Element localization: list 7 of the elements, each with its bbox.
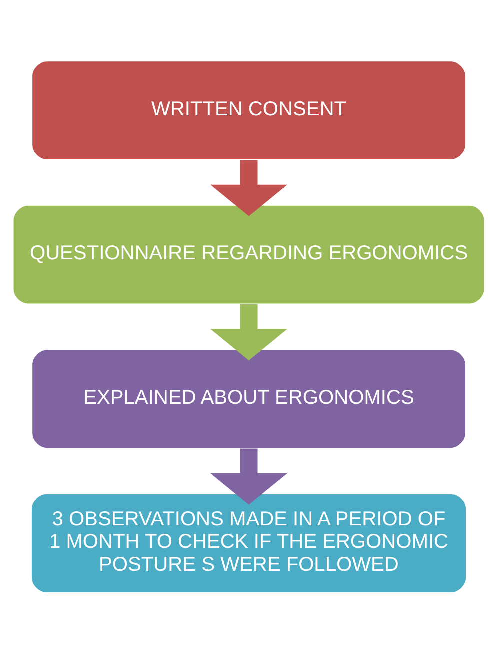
node-box: WRITTEN CONSENT bbox=[31, 60, 467, 161]
node-box: 3 OBSERVATIONS MADE IN A PERIOD OF 1 MONTH TO CHECK IF THE ERGONOMIC POSTURE S WERE FOLLOWED bbox=[30, 493, 468, 594]
node-box: EXPLAINED ABOUT ERGONOMICS bbox=[31, 348, 467, 450]
arrow bbox=[210, 160, 288, 216]
arrow bbox=[210, 304, 288, 361]
node-box: QUESTIONNAIRE REGARDING ERGONOMICS bbox=[12, 204, 486, 306]
arrow bbox=[210, 448, 288, 505]
